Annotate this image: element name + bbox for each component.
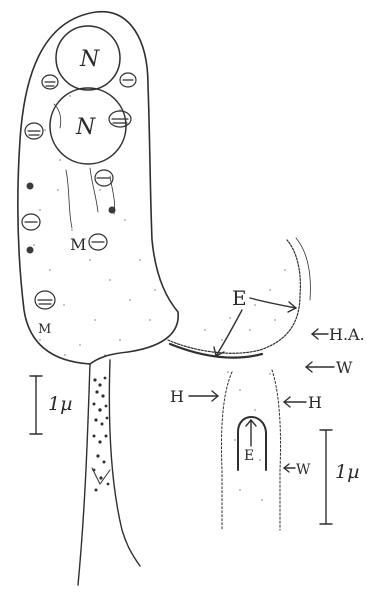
nucleus-label: N (79, 47, 100, 72)
label-w-top: W (336, 358, 353, 377)
mitochondria (22, 73, 136, 309)
label-ha: H.A. (329, 325, 365, 344)
cell-stalk (78, 360, 140, 585)
arrow-e-down (216, 310, 242, 356)
upper-wall-outer (296, 238, 310, 300)
label-w-bottom: W (296, 462, 311, 478)
scale-bar-left (30, 376, 42, 434)
label-e-bottom: E (244, 448, 254, 464)
mitochondrion-label: M (70, 235, 86, 254)
annotation-arrows (189, 298, 334, 472)
label-h-left: H (170, 387, 184, 406)
lower-tube-left (221, 372, 232, 530)
right-panel: E H.A. W H H E W (168, 238, 365, 530)
scale-label: 1µ (48, 393, 72, 415)
nucleus-label: N (75, 115, 96, 140)
label-e-top: E (232, 286, 247, 310)
label-h-right: H (308, 393, 322, 412)
left-panel: N N M M (18, 12, 178, 585)
scale-bar-right (320, 430, 332, 524)
mitochondrion-label: M (38, 322, 51, 337)
lower-tube-right (272, 370, 281, 530)
scale-label: 1µ (335, 461, 359, 483)
